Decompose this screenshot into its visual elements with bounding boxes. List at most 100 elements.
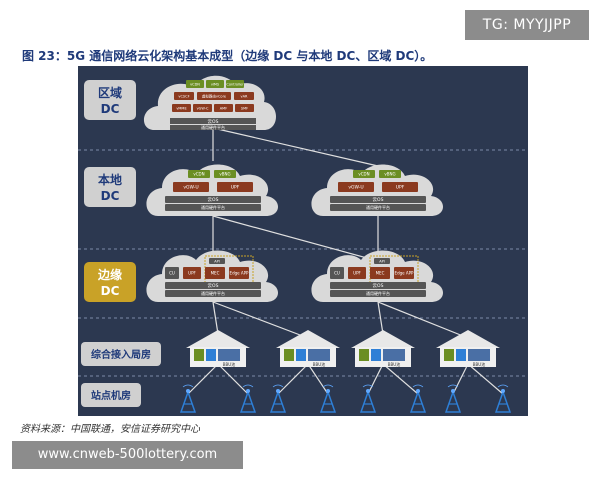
local-top-nf-label: vCDN (193, 171, 204, 176)
edge-api-label: API (379, 259, 385, 263)
access-building: BBU池 (436, 330, 500, 367)
site-tower-icon (269, 384, 287, 413)
edge-hw-label: 通用硬件平台 (366, 290, 390, 296)
regional-top-nf-label: vCDN (190, 82, 200, 86)
regional-low-nf-label: vMME (176, 106, 186, 110)
edge-nf: CU (330, 267, 344, 279)
connection-lines (187, 127, 504, 395)
architecture-diagram: 区域 DC 本地 DC 边缘 DC 综合接入局房 站点机房 vCDN vIMS Co… (78, 66, 528, 416)
local-mid-nf-label: vGW-U (183, 185, 198, 191)
layer-label-regional: 区域 DC (84, 80, 136, 120)
access-building-label: BBU池 (473, 361, 485, 367)
local-os-label: 云OS (208, 197, 219, 203)
site-tower-icon (179, 384, 197, 413)
layer-separators (78, 149, 528, 377)
layer-label-edge-l2: DC (101, 284, 120, 298)
edge-os-label: 云OS (208, 283, 219, 289)
regional-low-nf: vMME (172, 104, 191, 112)
edge-nf-label: Edge APP (230, 270, 249, 275)
regional-low-nf-label: vGW-C (197, 106, 209, 110)
edge-api: API (209, 258, 225, 264)
local-top-nf: vBNG (379, 170, 401, 178)
regional-mid-nf: vCSCF (174, 92, 194, 100)
local-mid-nf: UPF (217, 182, 253, 192)
edge-nf-label: MEC (376, 270, 385, 275)
regional-mid-nf: 虚拟路由vCore (197, 92, 231, 100)
local-hw-label: 通用硬件平台 (366, 204, 390, 210)
edge-nf: UPF (348, 267, 366, 279)
edge-hw: 通用硬件平台 (330, 290, 426, 297)
local-os: 云OS (165, 196, 261, 203)
layer-label-regional-l2: DC (101, 102, 120, 116)
local-mid-nf-label: UPF (396, 185, 405, 191)
layer-label-regional-l1: 区域 (98, 85, 122, 100)
local-top-nf-label: vBNG (384, 171, 395, 176)
access-building-label: BBU池 (223, 361, 235, 367)
regional-low-nf: SMF (235, 104, 254, 112)
local-hw-label: 通用硬件平台 (201, 204, 225, 210)
regional-mid-nf-label: vAR (241, 94, 248, 98)
edge-nf-label: UPF (353, 270, 361, 275)
local-os-label: 云OS (373, 197, 384, 203)
edge-hw: 通用硬件平台 (165, 290, 261, 297)
regional-mid-nf: vAR (234, 92, 254, 100)
layer-label-edge-l1: 边缘 (97, 267, 122, 282)
watermark-top: TG: MYYJJPP (465, 10, 589, 40)
local-os: 云OS (330, 196, 426, 203)
layer-label-site-text: 站点机房 (91, 389, 131, 402)
edge-api: API (374, 258, 390, 264)
regional-low-nf-label: AMF (220, 106, 227, 110)
edge-os-label: 云OS (373, 283, 384, 289)
edge-nf: MEC (205, 267, 225, 279)
edge-api-label: API (214, 259, 220, 263)
access-building-label: BBU池 (388, 361, 400, 367)
regional-top-nf-label: vIMS (211, 82, 220, 86)
edge-nf-label: CU (169, 270, 175, 275)
regional-top-nf: Controller (226, 80, 244, 88)
site-tower-icon (319, 384, 337, 413)
local-mid-nf: vGW-U (338, 182, 374, 192)
regional-low-nf: AMF (214, 104, 233, 112)
edge-nf: UPF (183, 267, 201, 279)
layer-label-access: 综合接入局房 (81, 342, 161, 366)
regional-top-nf-label: Controller (226, 82, 244, 86)
local-hw: 通用硬件平台 (330, 204, 426, 211)
layer-label-site: 站点机房 (81, 383, 141, 407)
access-building-label: BBU池 (313, 361, 325, 367)
layer-label-local-l2: DC (101, 189, 120, 203)
edge-nf-label: CU (334, 270, 340, 275)
edge-nf: Edge APP (229, 267, 249, 279)
regional-top-nf: vCDN (186, 80, 204, 88)
regional-os: 云OS (208, 119, 219, 125)
local-hw: 通用硬件平台 (165, 204, 261, 211)
layer-label-edge: 边缘 DC (84, 262, 136, 302)
edge-nf: MEC (370, 267, 390, 279)
local-mid-nf-label: UPF (231, 185, 240, 191)
local-mid-nf-label: vGW-U (348, 185, 363, 191)
local-top-nf: vCDN (188, 170, 210, 178)
regional-low-nf-label: SMF (241, 106, 248, 110)
access-building: BBU池 (351, 330, 415, 367)
layer-label-local: 本地 DC (84, 167, 136, 207)
site-tower-icon (444, 384, 462, 413)
site-tower-icon (359, 384, 377, 413)
site-tower-icon (239, 384, 257, 413)
watermark-bottom: www.cnweb-500lottery.com (12, 441, 243, 469)
access-building: BBU池 (276, 330, 340, 367)
regional-top-nf: vIMS (206, 80, 224, 88)
architecture-svg: 区域 DC 本地 DC 边缘 DC 综合接入局房 站点机房 vCDN vIMS Co… (78, 75, 528, 413)
local-mid-nf: UPF (382, 182, 418, 192)
regional-low-nf: vGW-C (193, 104, 212, 112)
edge-nf: Edge APP (394, 267, 414, 279)
local-top-nf: vCDN (353, 170, 375, 178)
edge-nf-label: UPF (188, 270, 196, 275)
local-top-nf-label: vBNG (219, 171, 230, 176)
layer-label-access-text: 综合接入局房 (91, 348, 151, 361)
local-top-nf: vBNG (214, 170, 236, 178)
edge-os: 云OS (330, 282, 426, 289)
